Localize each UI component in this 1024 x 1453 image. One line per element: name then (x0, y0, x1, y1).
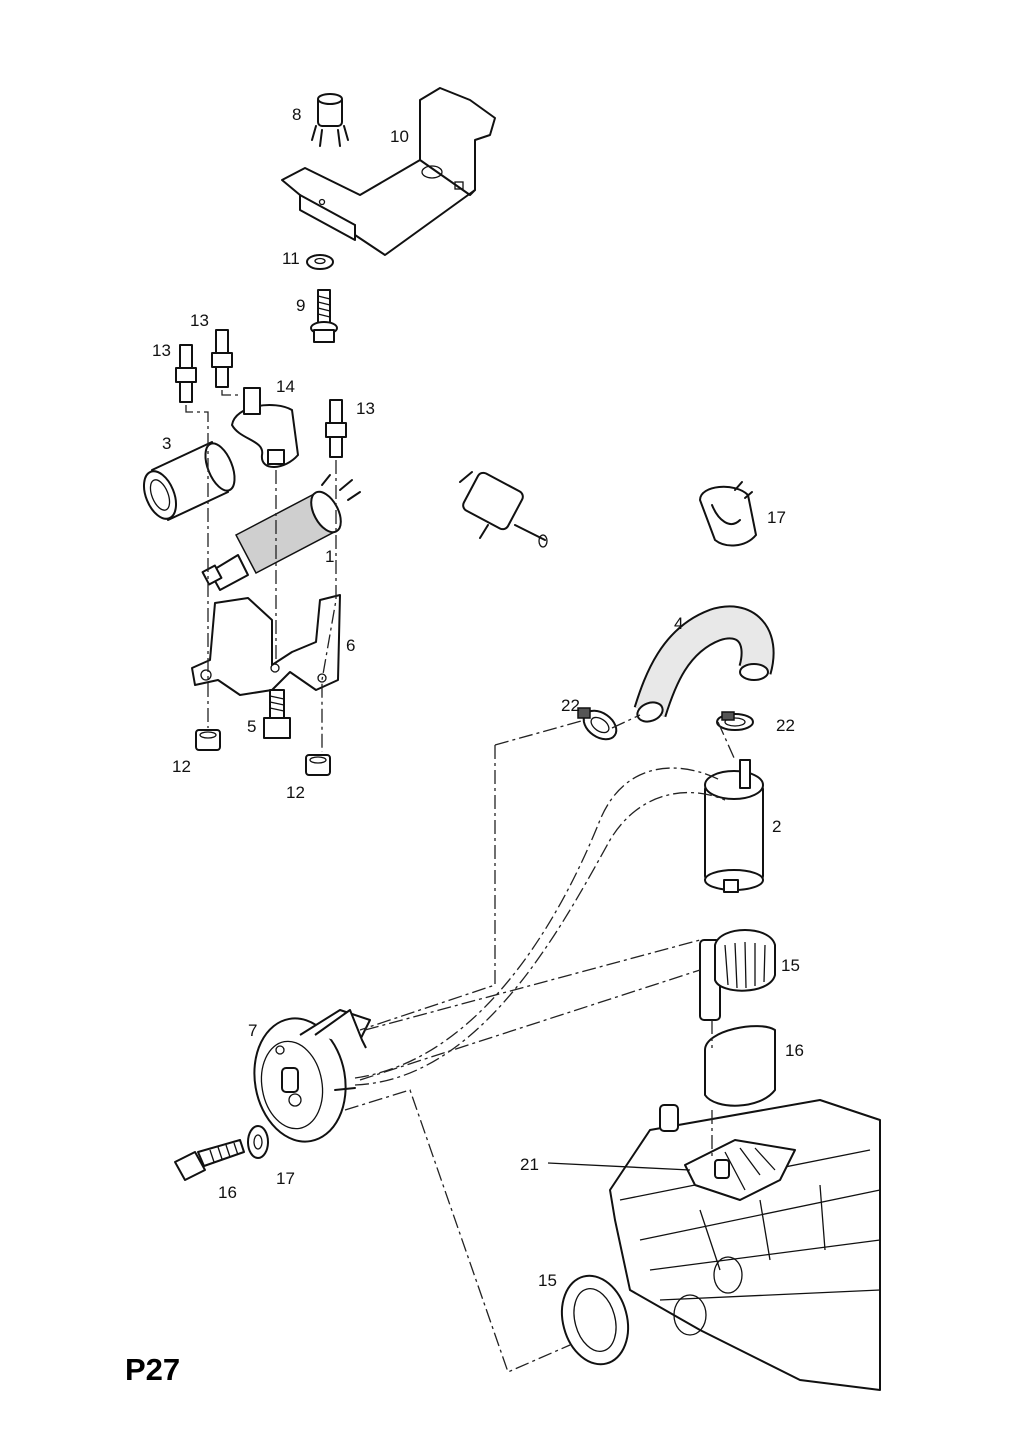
part-13-union-b (211, 329, 233, 388)
callout-12-b: 12 (286, 783, 305, 802)
callout-16: 16 (218, 1183, 237, 1202)
callout-14: 14 (276, 377, 295, 396)
part-22-clamp-b (716, 711, 754, 731)
part-2-in-tank-pump (704, 759, 764, 893)
callout-5: 5 (247, 717, 257, 736)
part-12-nut-b (305, 754, 331, 776)
part-1-fuel-pump (201, 474, 361, 591)
callout-9: 9 (296, 296, 306, 315)
callout-2: 2 (772, 817, 782, 836)
callout-13-a: 13 (190, 311, 209, 330)
callout-6: 6 (346, 636, 356, 655)
callout-7: 7 (248, 1021, 258, 1040)
part-18-holder (699, 929, 776, 1021)
callout-19: 16 (785, 1041, 804, 1060)
part-9-bolt (310, 289, 338, 343)
callout-22-a: 22 (561, 696, 580, 715)
assembly-lines (185, 390, 736, 1373)
part-16-bolt (174, 1139, 245, 1181)
fuel-tank (609, 1099, 881, 1391)
part-17-washer (247, 1125, 269, 1159)
callout-21: 21 (520, 1155, 539, 1174)
callout-13-b: 13 (152, 341, 171, 360)
part-11-washer (306, 254, 334, 270)
inline-filter (459, 471, 548, 548)
callout-12-a: 12 (172, 757, 191, 776)
page-code: P27 (125, 1352, 181, 1387)
part-8-clip (311, 93, 349, 147)
callout-11: 11 (282, 249, 300, 268)
callout-18: 15 (781, 956, 800, 975)
part-4-hose (633, 605, 775, 723)
part-14-clamp (231, 387, 299, 468)
callout-13-c: 13 (356, 399, 375, 418)
part-13-union-a (175, 344, 197, 403)
part-15-seal-ring (560, 1256, 743, 1366)
callout-8: 8 (292, 105, 302, 124)
part-6-support-bracket (191, 594, 341, 696)
callout-17: 17 (276, 1169, 295, 1188)
part-3-sleeve (142, 441, 236, 521)
callout-4: 4 (674, 614, 684, 633)
callout-1: 1 (325, 547, 335, 566)
callout-22-b: 22 (776, 716, 795, 735)
callout-20: 17 (767, 508, 786, 527)
callout-3: 3 (162, 434, 172, 453)
part-12-nut-a (195, 729, 221, 751)
part-19-strainer (704, 1025, 776, 1107)
part-22-clamp-a (577, 707, 618, 741)
part-5-bolt (263, 689, 291, 739)
callout-15: 15 (538, 1271, 557, 1290)
callout-10: 10 (390, 127, 409, 146)
part-20-clip (699, 481, 757, 547)
part-10-bracket (281, 87, 496, 256)
part-13-union-c (325, 399, 347, 458)
leader-line-21 (547, 1162, 691, 1171)
